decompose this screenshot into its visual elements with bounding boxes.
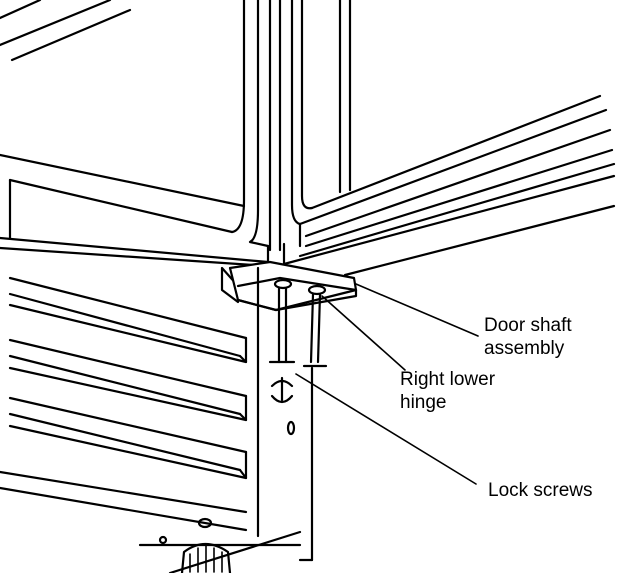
label-right-hinge-line1: Right lower [400,369,496,390]
cabinet-front-panel [138,266,314,573]
cabinet-top-left [0,153,270,268]
door-frame-right [266,94,616,277]
label-door-shaft-line1: Door shaft [484,315,572,336]
vent-slots [0,276,248,532]
leader-lines [295,283,479,485]
hinge-plate [220,260,358,312]
label-door-shaft-line2: assembly [484,338,565,359]
label-door-shaft: Door shaft assembly [484,315,577,359]
label-lock-screws: Lock screws [488,480,593,501]
adjust-knob [158,517,232,573]
label-right-hinge: Right lower hinge [400,369,500,413]
label-right-hinge-line2: hinge [400,392,447,413]
door-post [230,0,352,252]
lock-screws [268,286,328,404]
upper-shelf-edge [0,0,132,62]
label-lock-screws-line1: Lock screws [488,480,593,501]
